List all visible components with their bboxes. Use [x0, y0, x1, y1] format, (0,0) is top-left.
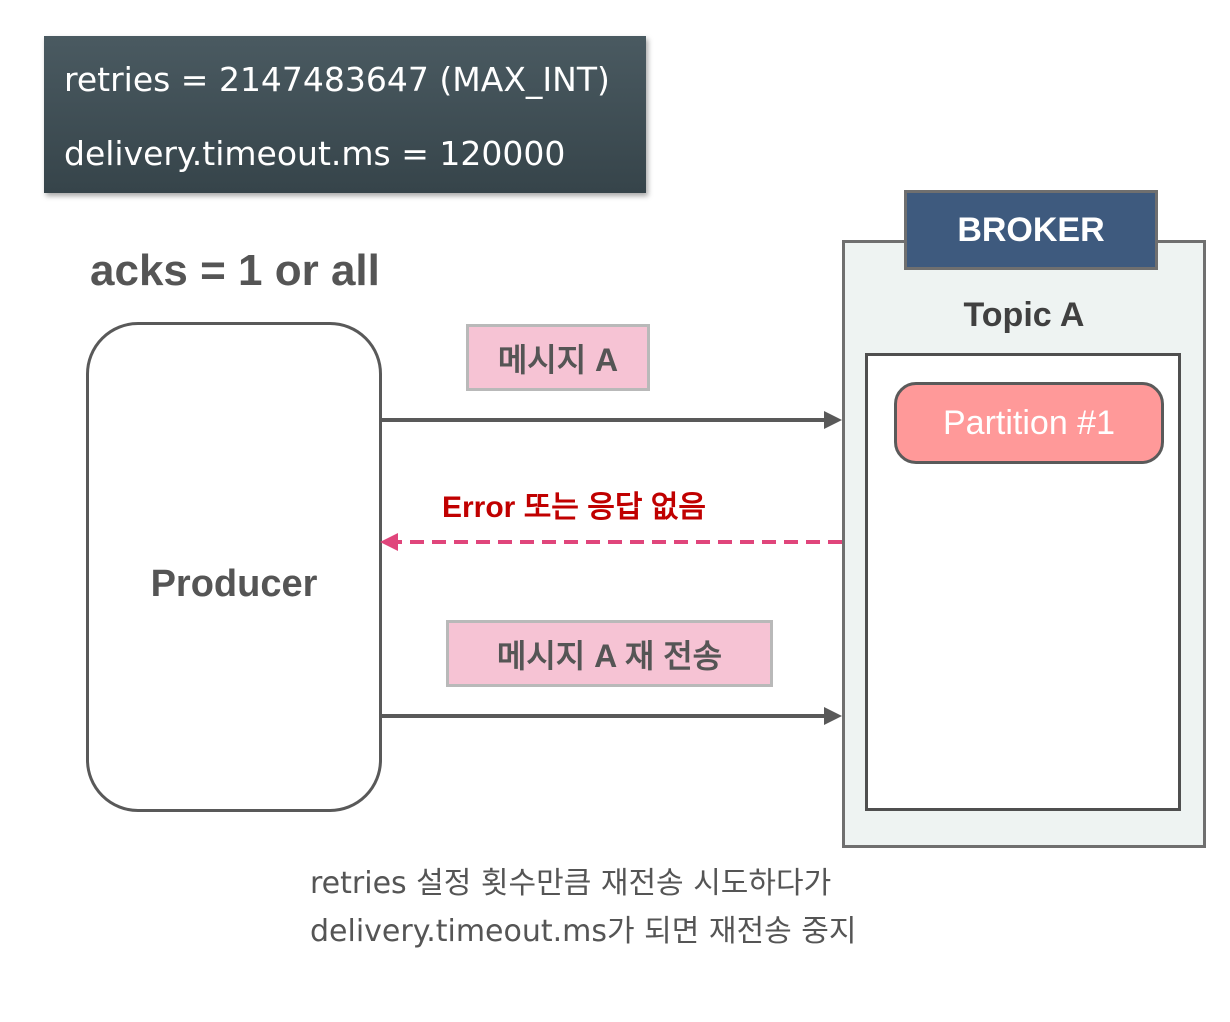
retries-config-text: retries = 2147483647 (MAX_INT) — [64, 60, 610, 99]
message-resend-tag: 메시지 A 재 전송 — [446, 620, 773, 687]
config-panel: retries = 2147483647 (MAX_INT) delivery.… — [44, 36, 646, 193]
partition-box: Partition #1 — [894, 382, 1164, 464]
producer-label: Producer — [150, 563, 318, 605]
broker-header: BROKER — [904, 190, 1158, 270]
producer-box: Producer — [86, 322, 382, 812]
note-line-1: retries 설정 횟수만큼 재전송 시도하다가 — [310, 866, 832, 901]
resend-arrow — [380, 707, 842, 725]
message-a-tag: 메시지 A — [466, 324, 650, 391]
note-line-2: delivery.timeout.ms가 되면 재전송 중지 — [310, 914, 857, 949]
error-arrow — [380, 533, 842, 551]
send-arrow — [380, 411, 842, 429]
topic-label: Topic A — [963, 296, 1085, 334]
timeout-config-text: delivery.timeout.ms = 120000 — [64, 134, 566, 173]
acks-label: acks = 1 or all — [90, 246, 380, 295]
error-label: Error 또는 응답 없음 — [442, 491, 706, 524]
